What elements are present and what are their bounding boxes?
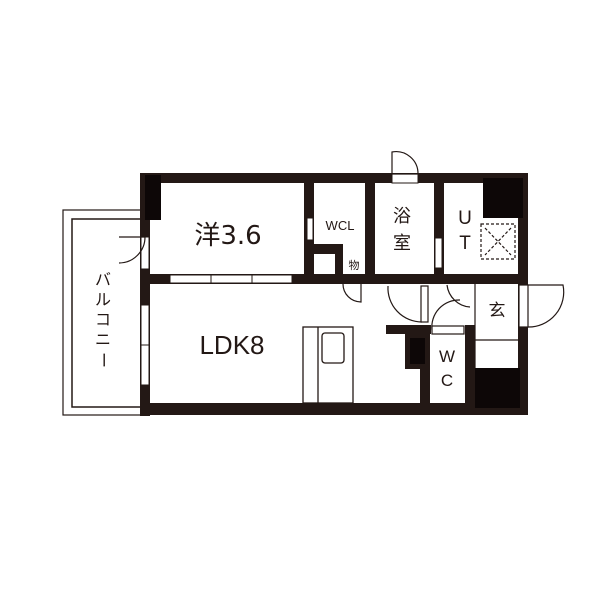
room-label-storage: 物 bbox=[349, 258, 360, 272]
room-label-ut-2: T bbox=[459, 233, 471, 254]
svg-text:ル: ル bbox=[95, 290, 111, 309]
room-label-entrance: 玄 bbox=[489, 301, 506, 321]
svg-text:バ: バ bbox=[95, 270, 111, 289]
svg-text:ー: ー bbox=[94, 352, 113, 368]
room-label-bath-2: 室 bbox=[393, 233, 411, 254]
svg-text:ニ: ニ bbox=[95, 330, 111, 349]
room-label-western: 洋3.6 bbox=[194, 221, 261, 251]
room-label-bath-1: 浴 bbox=[393, 206, 411, 227]
washer-space bbox=[480, 223, 516, 260]
svg-text:コ: コ bbox=[95, 310, 111, 329]
room-label-wcl: WCL bbox=[326, 218, 355, 233]
room-label-balcony: バ ル コ ニ ー bbox=[94, 270, 113, 368]
kitchen-unit bbox=[302, 326, 354, 404]
room-label-wc-1: W bbox=[439, 347, 455, 366]
doors bbox=[118, 151, 565, 335]
room-label-ldk: LDK8 bbox=[199, 330, 264, 360]
room-label-wc-2: C bbox=[441, 371, 453, 390]
room-label-ut-1: U bbox=[458, 208, 472, 229]
windows bbox=[140, 173, 443, 386]
